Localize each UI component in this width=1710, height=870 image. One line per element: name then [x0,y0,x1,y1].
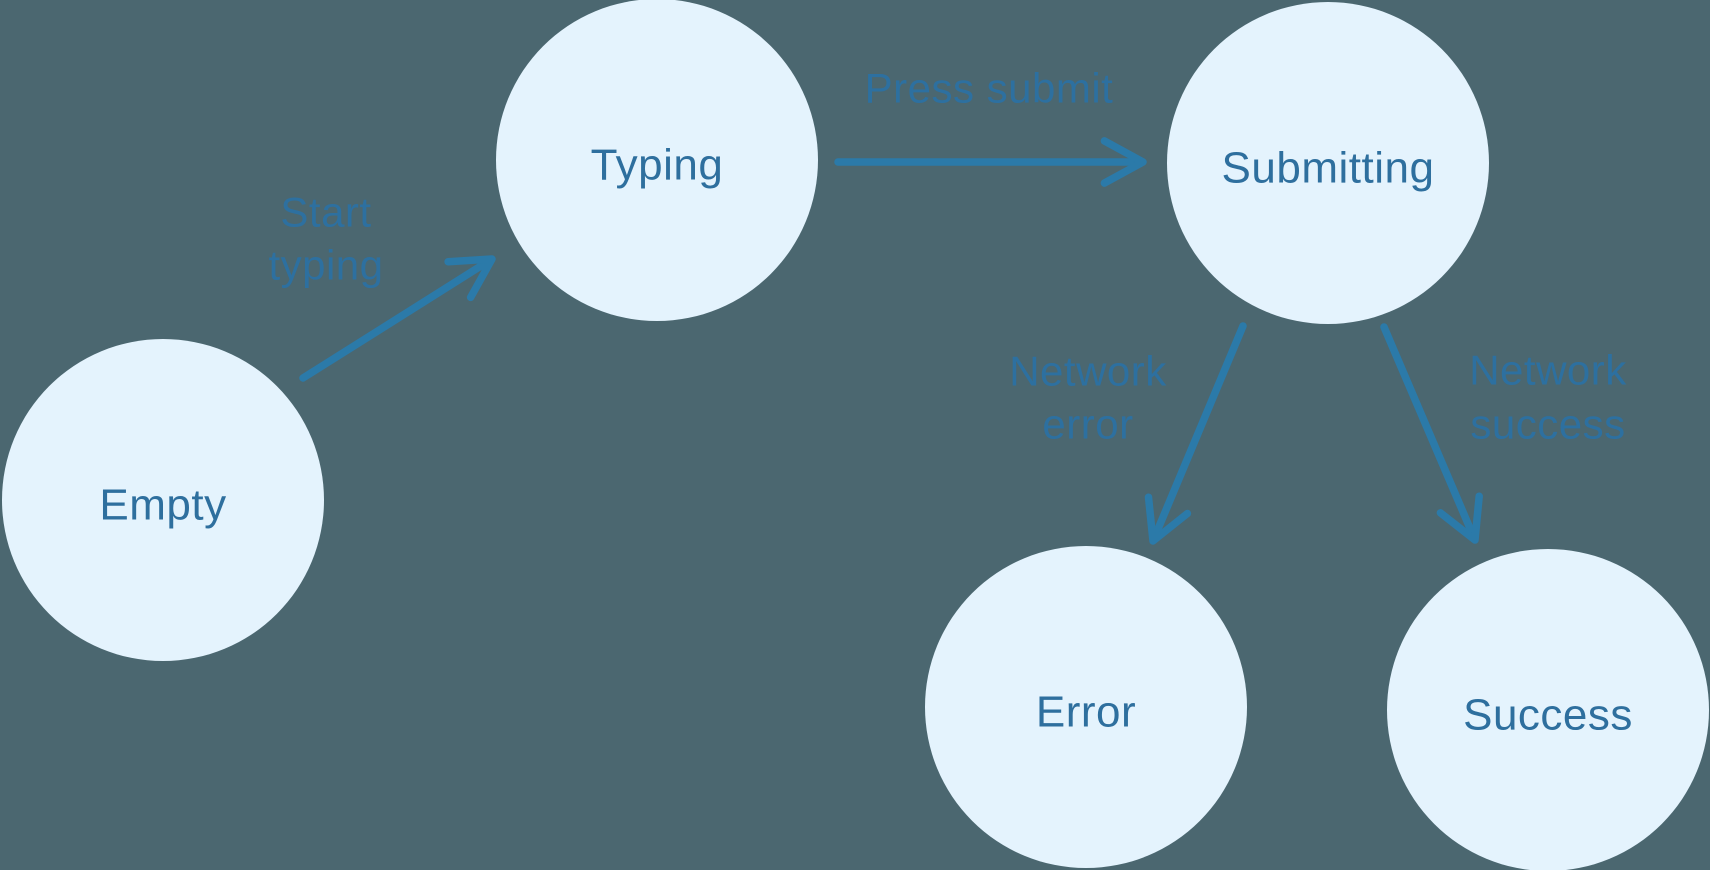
state-circle-submitting [1167,2,1489,324]
arrow-shaft [1380,323,1477,539]
state-circle-typing [496,0,818,321]
transition-typing-to-submitting: Press submit [834,65,1147,187]
transition-label-submitting-to-error-line1: Network [1009,348,1167,395]
transition-label-empty-to-typing-line1: Start [280,189,371,236]
state-node-typing: Typing [496,0,818,321]
transition-empty-to-typing: Start typing [268,189,496,382]
arrowhead-icon [444,255,496,302]
state-circle-empty [2,339,324,661]
state-label-error: Error [1036,688,1136,737]
arrowhead-icon [1100,137,1147,187]
state-label-typing: Typing [591,141,724,190]
transition-label-submitting-to-error-line2: error [1042,401,1133,448]
state-node-error: Error [925,546,1247,868]
arrow-shaft [1151,322,1247,540]
transition-label-typing-to-submitting-line1: Press submit [865,65,1114,112]
state-circle-error [925,546,1247,868]
state-node-submitting: Submitting [1167,2,1489,324]
transition-submitting-to-error: Network error [1009,322,1247,545]
state-node-success: Success [1387,549,1709,870]
state-label-empty: Empty [99,481,226,530]
state-node-empty: Empty [2,339,324,661]
transition-submitting-to-success: Network success [1380,323,1627,544]
arrow-shaft [299,258,491,382]
state-label-success: Success [1463,691,1633,740]
arrowhead-icon [1144,493,1192,545]
transition-label-submitting-to-success-line1: Network [1469,347,1627,394]
transition-label-empty-to-typing-line2: typing [268,242,383,289]
transition-label-submitting-to-success-line2: success [1470,401,1625,448]
state-label-submitting: Submitting [1222,144,1435,193]
state-circle-success [1387,549,1709,870]
arrowhead-icon [1436,492,1483,544]
